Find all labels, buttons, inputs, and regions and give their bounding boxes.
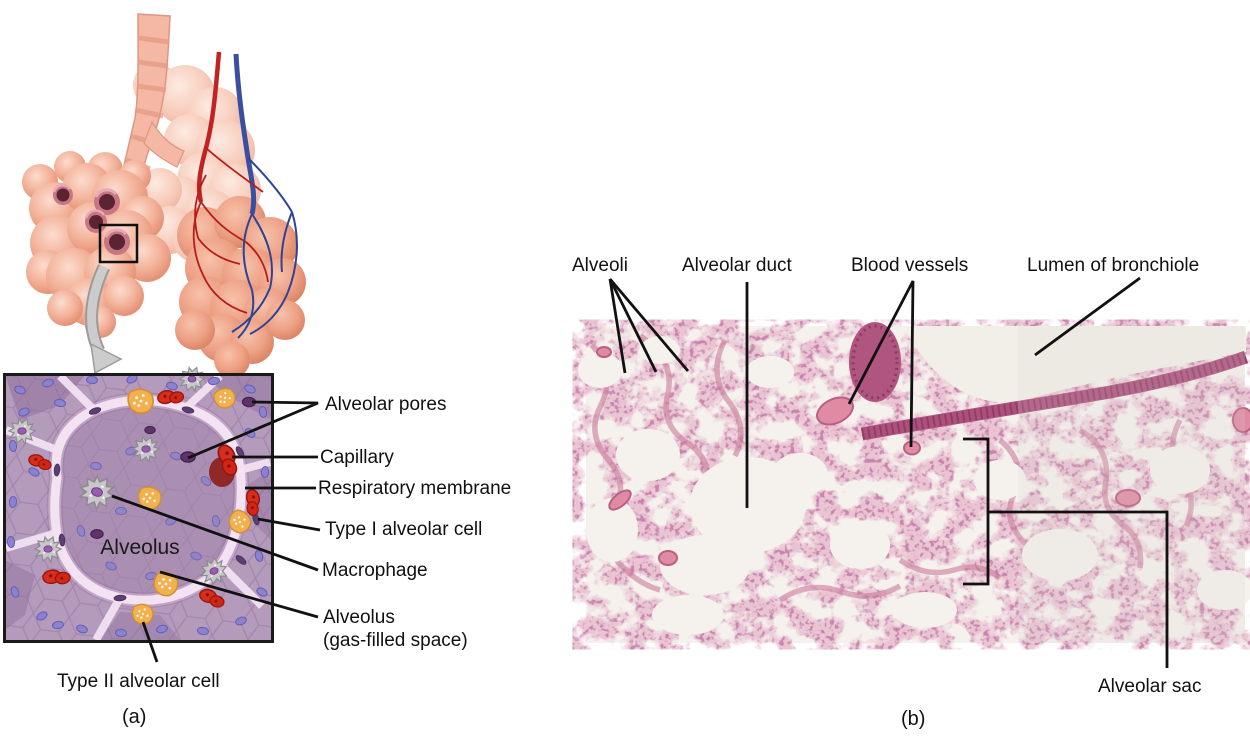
caption-panel-b: (b) xyxy=(901,708,926,730)
label-type-i-alveolar-cell: Type I alveolar cell xyxy=(325,519,483,540)
label-capillary: Capillary xyxy=(320,447,394,468)
micrograph-blood-vessels xyxy=(596,346,1250,566)
leader-lines-panel-b xyxy=(608,276,1169,668)
label-type-ii-alveolar-cell: Type II alveolar cell xyxy=(57,671,220,692)
bronchial-tree-illustration xyxy=(22,13,306,378)
vein-network xyxy=(231,157,298,339)
alveolus-openings xyxy=(52,184,130,255)
label-macrophage: Macrophage xyxy=(322,560,428,581)
zoom-source-box xyxy=(98,223,139,264)
label-lumen-of-bronchiole: Lumen of bronchiole xyxy=(1027,255,1200,276)
label-alveoli: Alveoli xyxy=(572,255,628,276)
artery-network xyxy=(192,147,269,314)
alveolus-inset: Alveolus xyxy=(3,367,274,643)
label-alveolar-sac: Alveolar sac xyxy=(1098,676,1202,697)
leader-lines-panel-a xyxy=(111,400,321,663)
inset-alveolus-label: Alveolus xyxy=(100,536,179,559)
lung-micrograph xyxy=(578,322,1250,643)
zoom-arrow xyxy=(85,264,123,375)
label-alveolar-duct: Alveolar duct xyxy=(682,255,792,276)
label-alveolus-line1: Alveolus xyxy=(323,607,395,628)
inset-border xyxy=(3,373,274,643)
label-alveolar-pores: Alveolar pores xyxy=(325,394,447,415)
label-respiratory-membrane: Respiratory membrane xyxy=(318,478,512,499)
label-alveolus-gas-filled-space: Alveolus (gas-filled space) xyxy=(323,606,468,652)
label-blood-vessels: Blood vessels xyxy=(851,255,969,276)
label-alveolus-line2: (gas-filled space) xyxy=(323,630,468,651)
caption-panel-a: (a) xyxy=(122,706,147,728)
